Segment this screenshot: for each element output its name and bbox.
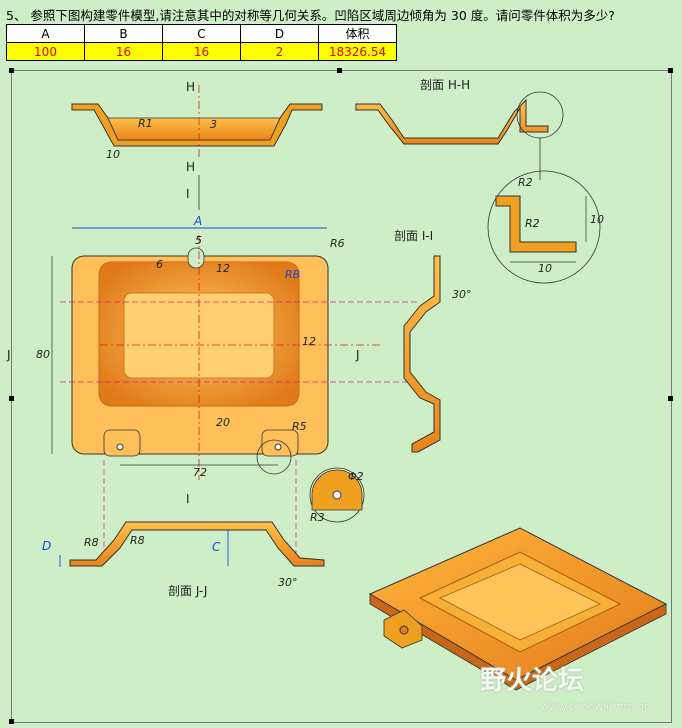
parameter-table: A B C D 体积 100 16 16 2 18326.54 (6, 24, 397, 61)
dim-r2-inner: R2 (525, 217, 540, 230)
dim-r1: R1 (138, 117, 153, 130)
dim-20: 20 (216, 416, 230, 429)
marker-i-top: I (186, 187, 190, 201)
param-value-c: 16 (162, 42, 241, 61)
parameter-header-row: A B C D 体积 (6, 24, 397, 43)
param-header-volume: 体积 (318, 24, 397, 43)
watermark-url: www.proewildfire.cn (540, 700, 651, 713)
section-ii (403, 255, 441, 453)
dim-r6: R6 (330, 237, 345, 250)
dim-12-side: 12 (302, 335, 316, 348)
front-view (71, 85, 323, 210)
dim-72: 72 (193, 466, 207, 479)
marker-i-bottom: I (186, 492, 190, 506)
top-view (51, 227, 420, 560)
isometric-view (368, 527, 668, 691)
dim-r2-outer: R2 (518, 176, 533, 189)
dim-r8-inner: R8 (130, 534, 145, 547)
dim-a: A (194, 214, 203, 228)
dim-phi2: Φ2 (348, 470, 364, 483)
dim-10-vertical: 10 (590, 213, 604, 226)
marker-j-right: J (356, 348, 360, 362)
param-value-volume: 18326.54 (318, 42, 397, 61)
section-jj-title: 剖面 J-J (168, 584, 208, 598)
dim-12-top: 12 (216, 262, 230, 275)
param-value-a: 100 (6, 42, 85, 61)
marker-h-bottom: H (186, 160, 196, 174)
question-text: 5、 参照下图构建零件模型,请注意其中的对称等几何关系。凹陷区域周边倾角为 30… (6, 8, 615, 23)
selection-handle[interactable] (337, 68, 342, 73)
dim-d: D (42, 539, 52, 553)
dim-3: 3 (210, 118, 217, 131)
selection-handle[interactable] (9, 396, 14, 401)
dim-30-section-ii: 30° (452, 288, 472, 301)
dim-r3: R3 (310, 511, 325, 524)
dim-r8-left: R8 (84, 536, 99, 549)
parameter-value-row: 100 16 16 2 18326.54 (6, 42, 397, 61)
dim-6: 6 (156, 258, 163, 271)
param-header-d: D (240, 24, 319, 43)
dim-5: 5 (195, 234, 202, 247)
dim-c: C (212, 540, 221, 554)
dim-10-front: 10 (106, 148, 120, 161)
watermark-logo: 野火论坛 (480, 666, 585, 696)
selection-handle[interactable] (668, 396, 673, 401)
section-jj (59, 521, 325, 567)
marker-h-top: H (186, 80, 196, 94)
section-ii-title: 剖面 I-I (394, 229, 434, 243)
param-header-a: A (6, 24, 85, 43)
selection-handle[interactable] (9, 68, 14, 73)
marker-j-left: J (7, 348, 11, 362)
selection-handle[interactable] (668, 68, 673, 73)
param-value-b: 16 (84, 42, 163, 61)
dim-rb: RB (285, 268, 301, 281)
dim-10-horizontal: 10 (538, 262, 552, 275)
section-hh-title: 剖面 H-H (420, 78, 471, 92)
selection-handle[interactable] (9, 719, 14, 724)
param-header-b: B (84, 24, 163, 43)
dim-80: 80 (36, 348, 50, 361)
param-value-d: 2 (240, 42, 319, 61)
section-hh (355, 91, 601, 284)
dim-r5: R5 (292, 420, 307, 433)
dim-30-section-jj: 30° (278, 576, 298, 589)
